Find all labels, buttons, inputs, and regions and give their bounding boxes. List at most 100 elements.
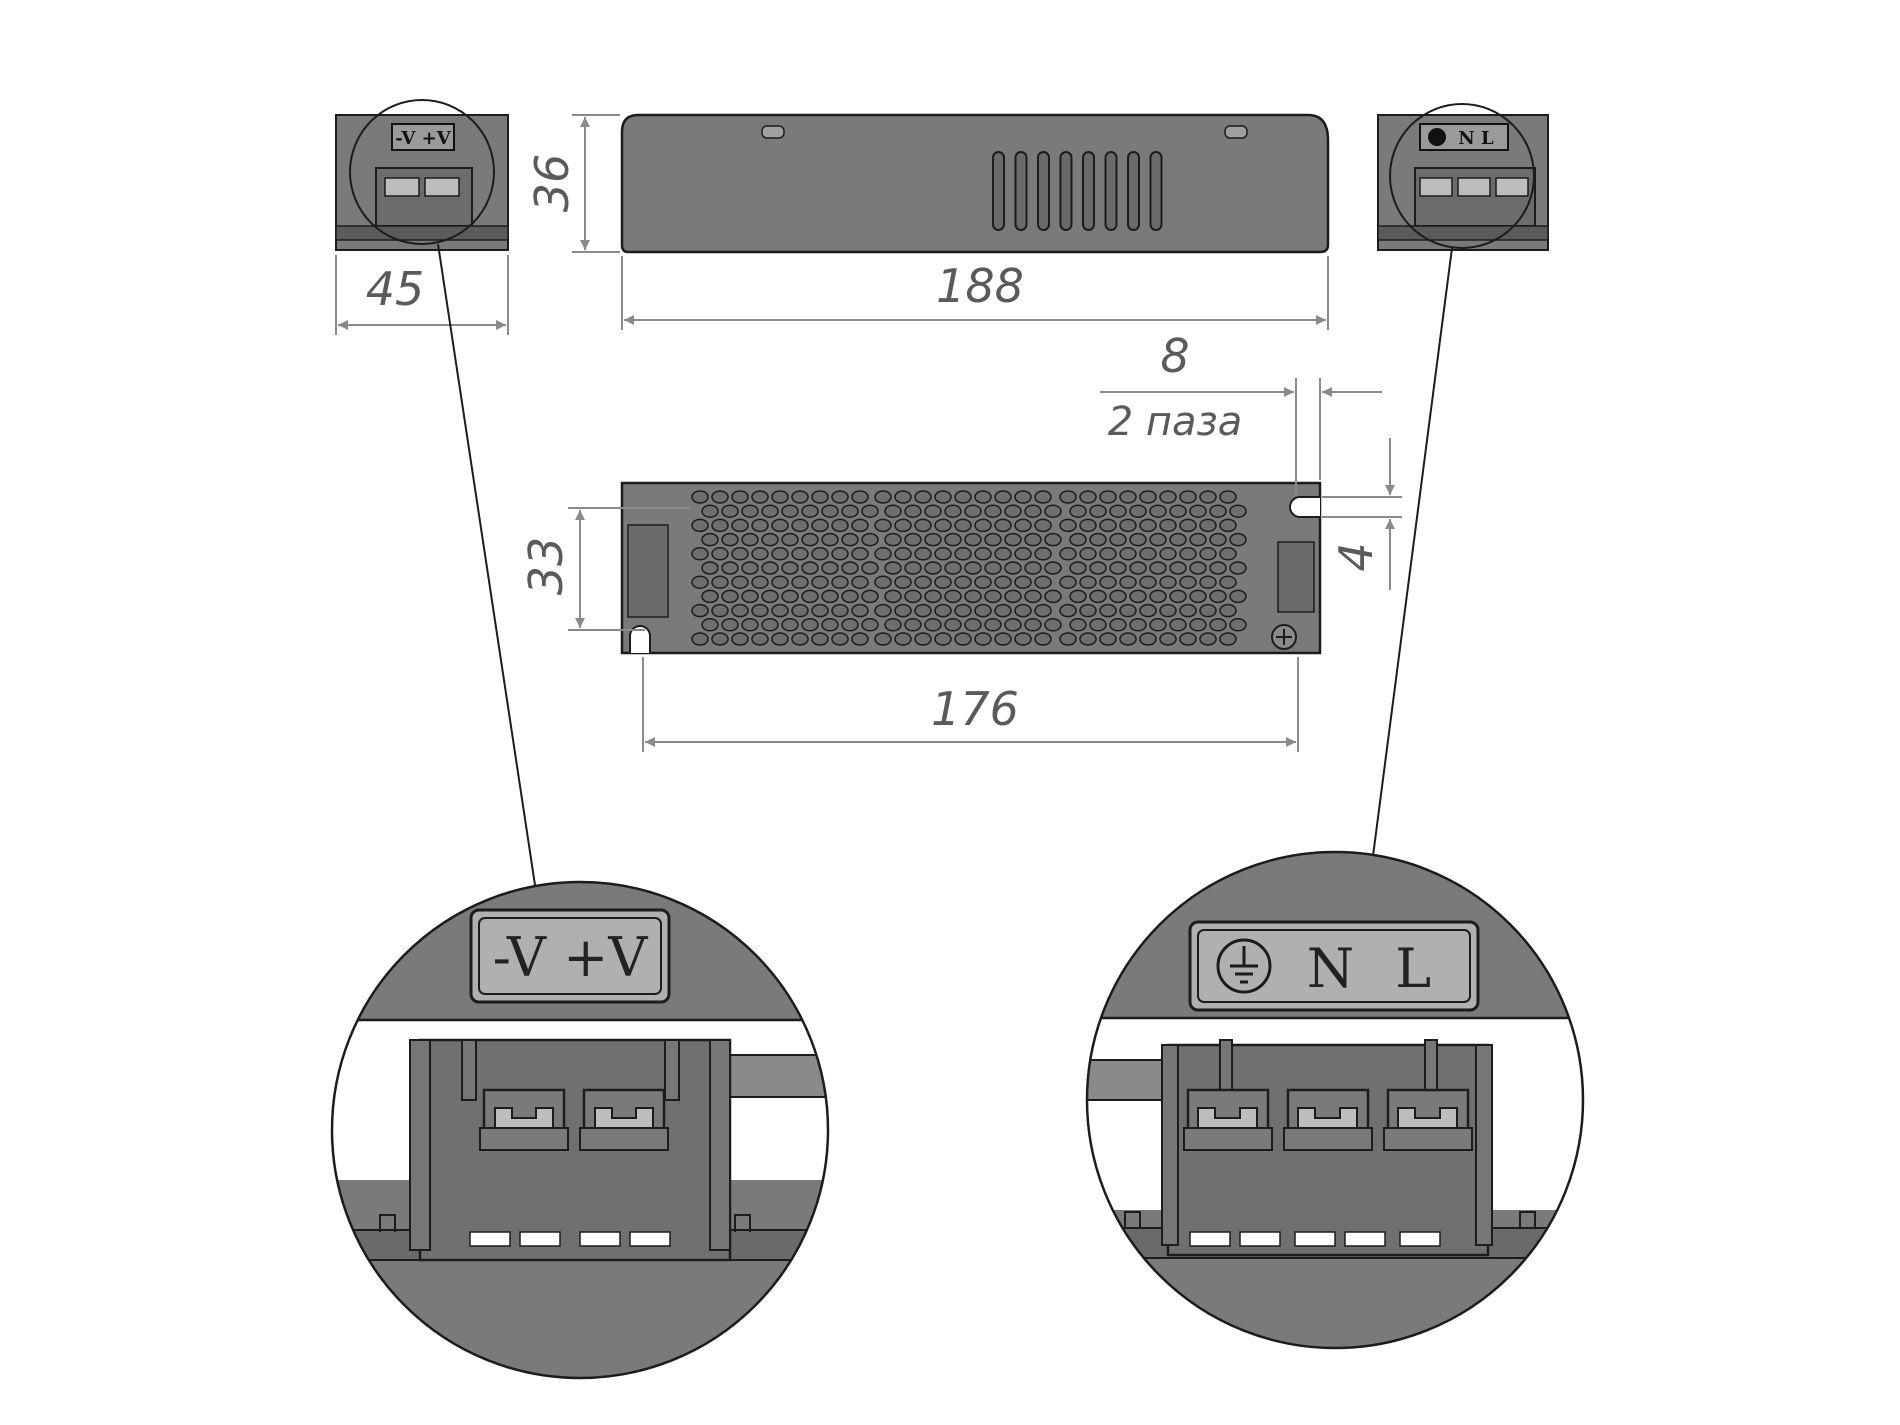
honeycomb-hole bbox=[1099, 632, 1117, 646]
honeycomb-hole bbox=[904, 561, 922, 575]
honeycomb-hole bbox=[801, 532, 819, 547]
honeycomb-hole bbox=[701, 504, 719, 518]
honeycomb-hole bbox=[1034, 518, 1052, 533]
honeycomb-hole bbox=[1119, 518, 1137, 533]
honeycomb-hole bbox=[761, 532, 779, 547]
honeycomb-hole bbox=[954, 632, 972, 646]
honeycomb-hole bbox=[691, 490, 709, 504]
honeycomb-hole bbox=[1079, 575, 1097, 589]
honeycomb-hole bbox=[851, 547, 869, 561]
honeycomb-hole bbox=[1059, 632, 1077, 646]
honeycomb-hole bbox=[1079, 547, 1097, 561]
honeycomb-hole bbox=[944, 561, 962, 575]
honeycomb-hole bbox=[731, 603, 749, 618]
honeycomb-vents bbox=[691, 490, 1247, 646]
honeycomb-hole bbox=[1099, 490, 1117, 504]
honeycomb-hole bbox=[1139, 632, 1157, 646]
honeycomb-hole bbox=[1219, 632, 1237, 646]
honeycomb-hole bbox=[691, 547, 709, 561]
honeycomb-hole bbox=[721, 589, 739, 604]
honeycomb-hole bbox=[914, 490, 932, 504]
honeycomb-hole bbox=[701, 589, 719, 604]
honeycomb-hole bbox=[741, 504, 759, 518]
honeycomb-hole bbox=[1179, 490, 1197, 504]
honeycomb-hole bbox=[1099, 518, 1117, 533]
honeycomb-hole bbox=[1044, 618, 1062, 632]
honeycomb-hole bbox=[1069, 589, 1087, 604]
dc-terminal-2 bbox=[579, 1088, 669, 1151]
honeycomb-hole bbox=[1004, 618, 1022, 632]
honeycomb-hole bbox=[861, 561, 879, 575]
honeycomb-hole bbox=[1044, 561, 1062, 575]
honeycomb-hole bbox=[874, 632, 892, 646]
honeycomb-hole bbox=[1189, 504, 1207, 518]
honeycomb-hole bbox=[1069, 504, 1087, 518]
honeycomb-hole bbox=[821, 561, 839, 575]
honeycomb-hole bbox=[914, 547, 932, 561]
honeycomb-hole bbox=[914, 575, 932, 589]
honeycomb-hole bbox=[874, 518, 892, 533]
honeycomb-hole bbox=[711, 547, 729, 561]
honeycomb-hole bbox=[924, 618, 942, 632]
honeycomb-hole bbox=[994, 490, 1012, 504]
honeycomb-hole bbox=[761, 561, 779, 575]
honeycomb-hole bbox=[914, 603, 932, 618]
slot-top-right bbox=[1289, 496, 1320, 518]
honeycomb-hole bbox=[751, 603, 769, 618]
honeycomb-hole bbox=[861, 532, 879, 547]
honeycomb-hole bbox=[1014, 547, 1032, 561]
honeycomb-hole bbox=[861, 504, 879, 518]
honeycomb-hole bbox=[821, 589, 839, 604]
dim-top-length: 176 bbox=[642, 657, 1299, 752]
honeycomb-hole bbox=[1219, 575, 1237, 589]
honeycomb-hole bbox=[841, 618, 859, 632]
honeycomb-hole bbox=[1059, 575, 1077, 589]
honeycomb-hole bbox=[894, 575, 912, 589]
honeycomb-hole bbox=[1034, 490, 1052, 504]
honeycomb-hole bbox=[884, 504, 902, 518]
honeycomb-hole bbox=[904, 504, 922, 518]
honeycomb-hole bbox=[851, 632, 869, 646]
honeycomb-hole bbox=[1034, 603, 1052, 618]
honeycomb-hole bbox=[1044, 589, 1062, 604]
honeycomb-hole bbox=[721, 561, 739, 575]
honeycomb-hole bbox=[974, 547, 992, 561]
honeycomb-hole bbox=[791, 547, 809, 561]
dim-top-length-label: 176 bbox=[931, 682, 1019, 736]
honeycomb-hole bbox=[1014, 603, 1032, 618]
dim-side-height-label: 36 bbox=[525, 154, 579, 213]
honeycomb-hole bbox=[1119, 490, 1137, 504]
honeycomb-hole bbox=[984, 589, 1002, 604]
honeycomb-hole bbox=[1079, 632, 1097, 646]
honeycomb-hole bbox=[964, 504, 982, 518]
honeycomb-hole bbox=[841, 504, 859, 518]
honeycomb-hole bbox=[924, 504, 942, 518]
honeycomb-hole bbox=[994, 518, 1012, 533]
honeycomb-hole bbox=[894, 547, 912, 561]
honeycomb-hole bbox=[781, 561, 799, 575]
honeycomb-hole bbox=[831, 518, 849, 533]
honeycomb-hole bbox=[904, 532, 922, 547]
honeycomb-hole bbox=[1119, 547, 1137, 561]
honeycomb-hole bbox=[721, 618, 739, 632]
honeycomb-hole bbox=[721, 532, 739, 547]
honeycomb-hole bbox=[751, 547, 769, 561]
honeycomb-hole bbox=[761, 504, 779, 518]
honeycomb-hole bbox=[811, 547, 829, 561]
dim-side-length-label: 188 bbox=[936, 259, 1024, 313]
honeycomb-hole bbox=[894, 632, 912, 646]
vent-slots bbox=[992, 151, 1163, 231]
honeycomb-hole bbox=[994, 547, 1012, 561]
honeycomb-hole bbox=[711, 632, 729, 646]
honeycomb-hole bbox=[1129, 618, 1147, 632]
honeycomb-hole bbox=[1149, 532, 1167, 547]
honeycomb-hole bbox=[1099, 575, 1117, 589]
honeycomb-hole bbox=[801, 618, 819, 632]
ac-terminal-ground bbox=[1183, 1088, 1273, 1151]
honeycomb-hole bbox=[1129, 532, 1147, 547]
honeycomb-hole bbox=[1099, 603, 1117, 618]
honeycomb-hole bbox=[914, 632, 932, 646]
honeycomb-hole bbox=[984, 618, 1002, 632]
honeycomb-hole bbox=[1004, 532, 1022, 547]
honeycomb-hole bbox=[974, 603, 992, 618]
